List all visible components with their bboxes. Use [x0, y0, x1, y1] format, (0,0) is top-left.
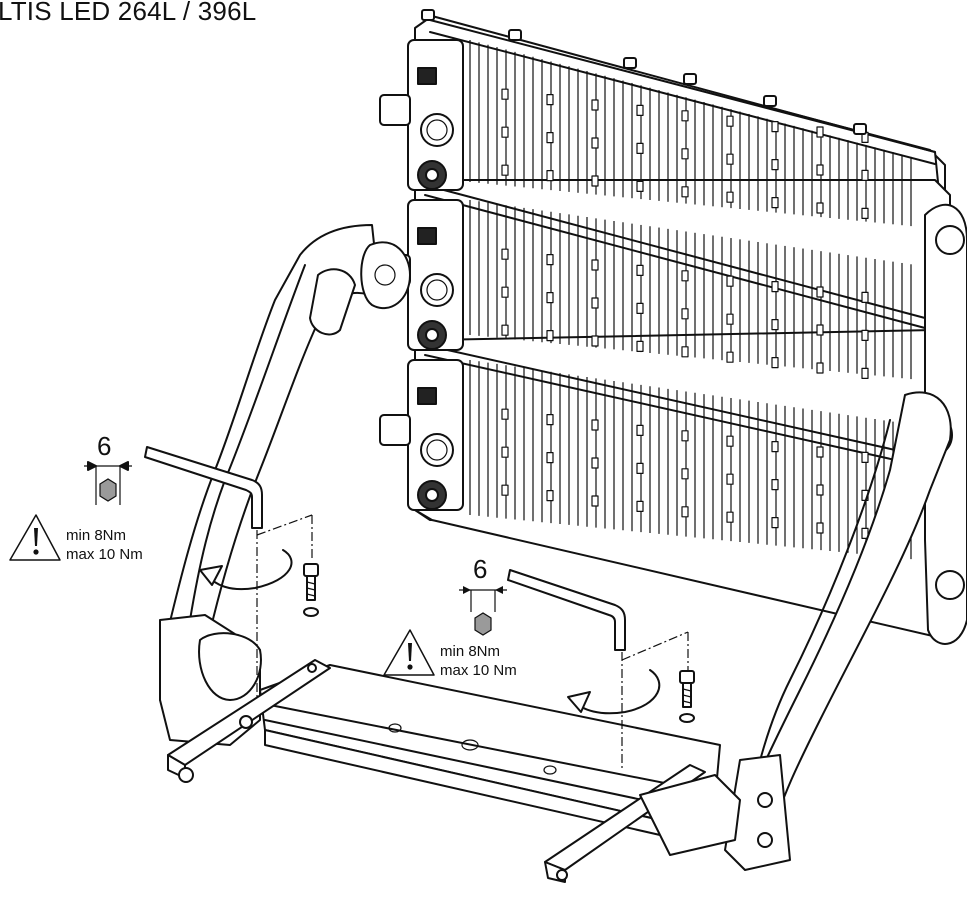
- torque-min-label: min 8Nm: [66, 527, 126, 544]
- right-fastening-detail: [383, 569, 695, 770]
- bolt-icon: [303, 563, 319, 601]
- bolt-icon-2: [679, 670, 695, 708]
- left-fastening-detail: [9, 446, 319, 700]
- washer-icon: [303, 607, 319, 617]
- hex-socket-icon: [99, 478, 117, 502]
- document-title: LTIS LED 264L / 396L: [0, 0, 257, 26]
- torque-min-label-2: min 8Nm: [440, 643, 500, 660]
- connector-boxes: [379, 39, 464, 511]
- rotate-arrow-icon-2: [575, 669, 661, 715]
- rotate-arrow-icon: [206, 549, 293, 591]
- base-frame: [167, 659, 741, 883]
- mounting-lugs: [421, 9, 867, 135]
- torque-max-label-2: max 10 Nm: [440, 662, 517, 679]
- hex-socket-icon-2: [474, 612, 492, 636]
- hex-key-icon-2: [507, 569, 626, 651]
- tool-size-label-2: 6: [473, 554, 487, 584]
- right-stirrup-arm: [724, 391, 952, 871]
- hex-key-icon: [144, 446, 263, 529]
- tool-size-label: 6: [97, 431, 111, 461]
- torque-max-label: max 10 Nm: [66, 546, 143, 563]
- warning-triangle-icon: [9, 514, 61, 561]
- washer-icon-2: [679, 713, 695, 723]
- warning-triangle-icon-2: [383, 629, 435, 676]
- cooling-fins: [469, 40, 912, 560]
